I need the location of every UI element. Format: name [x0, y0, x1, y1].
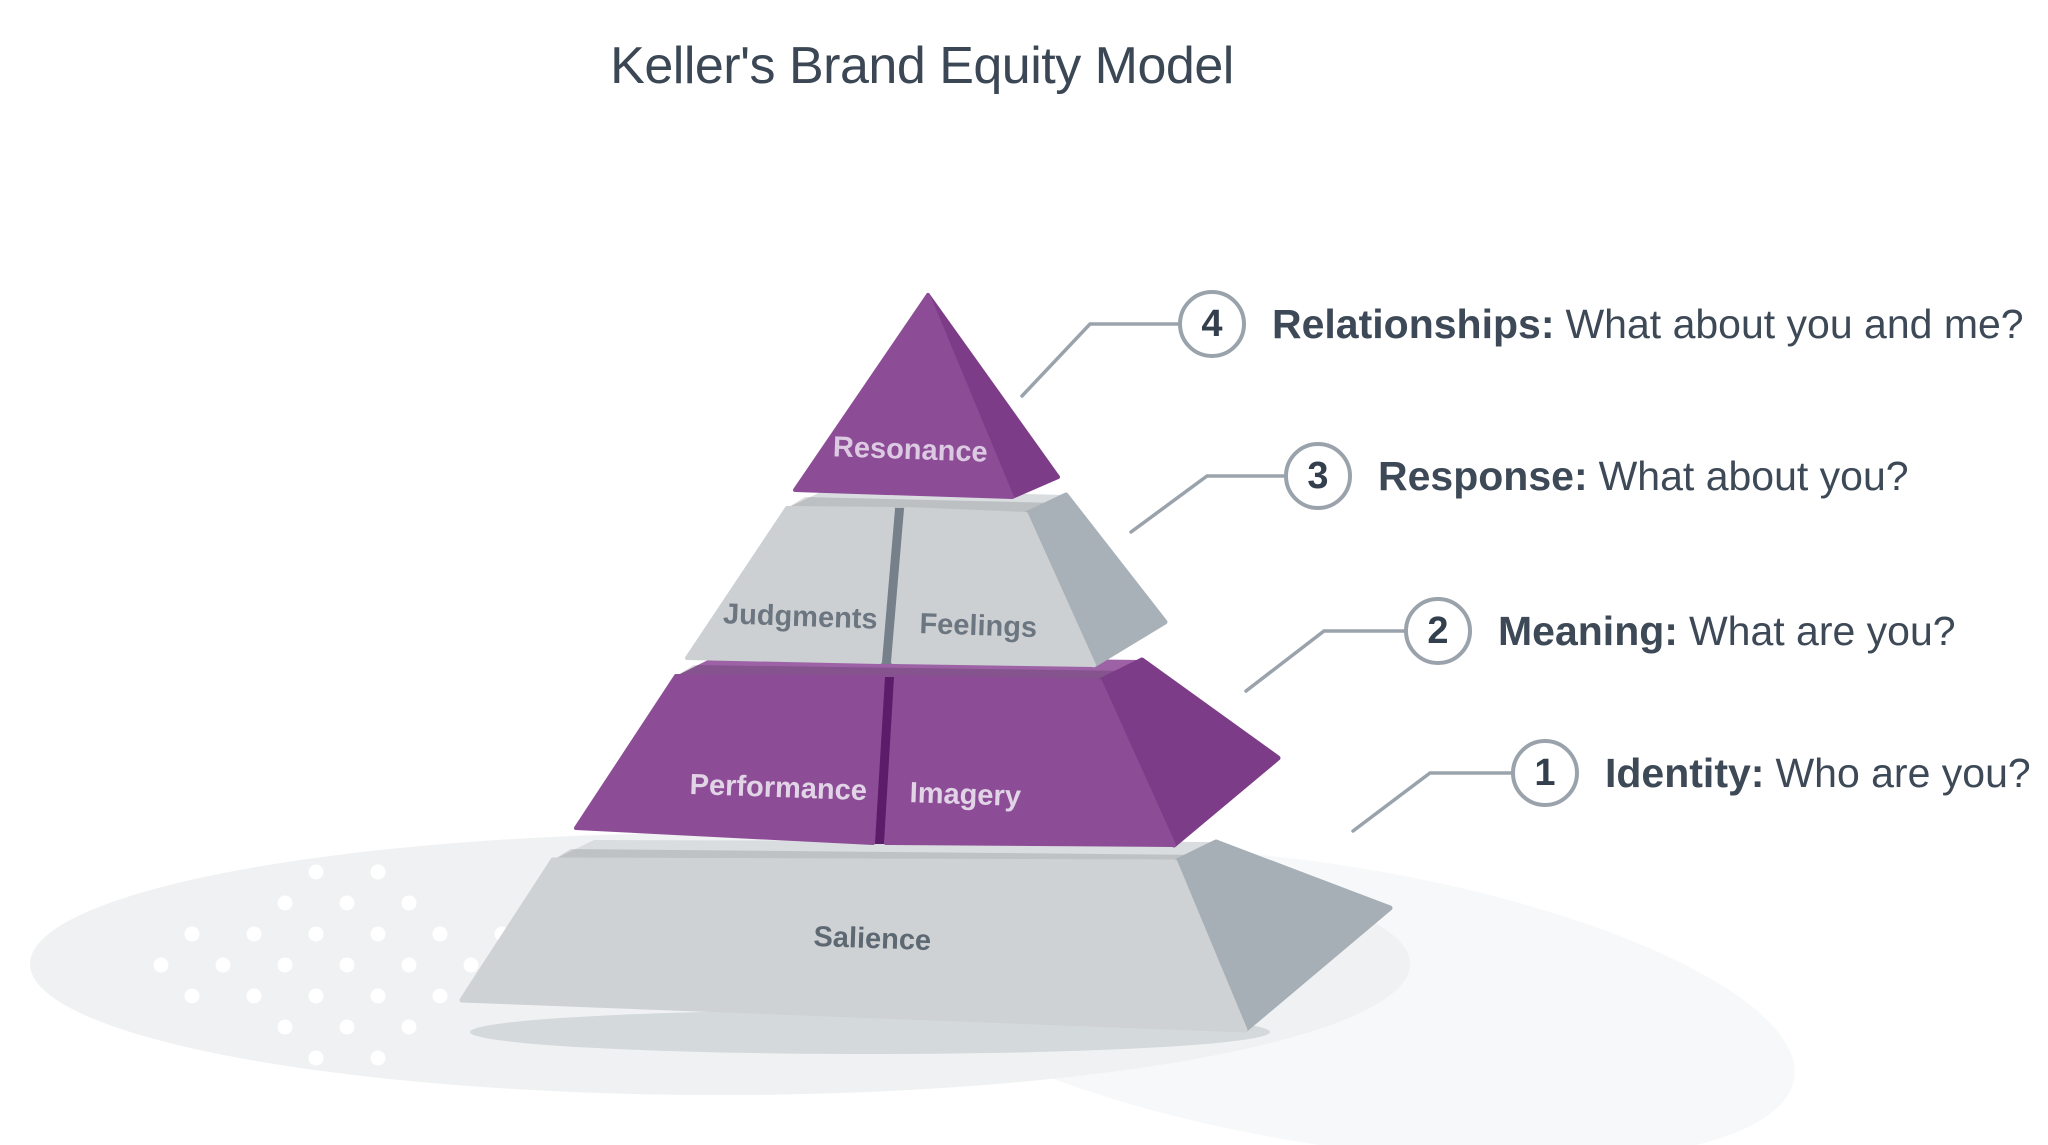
dot	[370, 988, 386, 1004]
dot	[308, 1050, 324, 1066]
dot	[215, 957, 231, 973]
tier-label-performance: Performance	[689, 769, 867, 807]
dot	[308, 988, 324, 1004]
annotation-question: What about you and me?	[1565, 300, 2024, 347]
annotation-label: Identity:	[1605, 749, 1765, 796]
tier-response: Judgments Feelings	[685, 489, 1168, 668]
annotation-question: What are you?	[1688, 607, 1956, 654]
annotation-question: What about you?	[1598, 452, 1909, 499]
tier-resonance: Resonance	[793, 293, 1060, 499]
dot	[246, 926, 262, 942]
tier4-front-face	[793, 293, 1014, 499]
dots-pattern	[153, 864, 541, 1066]
annotation-label: Response:	[1378, 452, 1588, 499]
annotation-text-response: Response:What about you?	[1378, 453, 1909, 500]
dot	[339, 895, 355, 911]
tier1-front-face	[459, 857, 1248, 1033]
annotation-label: Meaning:	[1498, 607, 1678, 654]
annotation-row-identity: 1 Identity:Who are you?	[1511, 739, 2031, 807]
tier-label-feelings: Feelings	[919, 608, 1038, 644]
leader-line-4	[1020, 322, 1186, 398]
leader-line-3	[1129, 474, 1294, 534]
dot	[246, 988, 262, 1004]
tier-label-salience: Salience	[813, 921, 932, 957]
dot	[184, 926, 200, 942]
annotation-row-relationships: 4 Relationships:What about you and me?	[1178, 290, 2024, 358]
tier3-front-right	[891, 507, 1096, 667]
page-title: Keller's Brand Equity Model	[610, 37, 1234, 95]
stage-number-badge-3: 3	[1284, 442, 1352, 510]
dot	[401, 957, 417, 973]
tier3-bevel-shadow	[787, 497, 1058, 514]
dot	[184, 988, 200, 1004]
annotation-row-meaning: 2 Meaning:What are you?	[1404, 597, 1956, 665]
dot	[370, 864, 386, 880]
leader-line-2	[1244, 629, 1414, 693]
annotation-text-meaning: Meaning:What are you?	[1498, 608, 1956, 655]
dot	[277, 895, 293, 911]
dot	[153, 957, 169, 973]
tier-meaning: Performance Imagery	[574, 655, 1281, 848]
annotation-label: Relationships:	[1272, 300, 1555, 347]
annotation-row-response: 3 Response:What about you?	[1284, 442, 1909, 510]
dot	[339, 1019, 355, 1035]
dot	[370, 926, 386, 942]
dot	[308, 864, 324, 880]
dot	[308, 926, 324, 942]
dot	[370, 1050, 386, 1066]
tier-salience: Salience	[459, 839, 1393, 1033]
annotation-question: Who are you?	[1775, 749, 2031, 796]
tier2-front-left	[574, 674, 885, 845]
stage-number-badge-2: 2	[1404, 597, 1472, 665]
annotation-text-relationships: Relationships:What about you and me?	[1272, 301, 2024, 348]
stage-number-badge-4: 4	[1178, 290, 1246, 358]
dot	[277, 1019, 293, 1035]
dot	[277, 957, 293, 973]
stage-number-badge-1: 1	[1511, 739, 1579, 807]
tier2-front-right	[884, 675, 1176, 847]
dot	[401, 895, 417, 911]
tier-label-resonance: Resonance	[832, 431, 988, 468]
dot	[432, 926, 448, 942]
tier-label-imagery: Imagery	[909, 777, 1021, 813]
dot	[339, 957, 355, 973]
dot	[432, 988, 448, 1004]
tier3-front-left	[685, 506, 895, 664]
leader-line-1	[1351, 771, 1521, 833]
annotation-text-identity: Identity:Who are you?	[1605, 750, 2031, 797]
dot	[463, 957, 479, 973]
tier-label-judgments: Judgments	[722, 598, 878, 635]
dot	[401, 1019, 417, 1035]
leader-lines	[1020, 322, 1521, 833]
